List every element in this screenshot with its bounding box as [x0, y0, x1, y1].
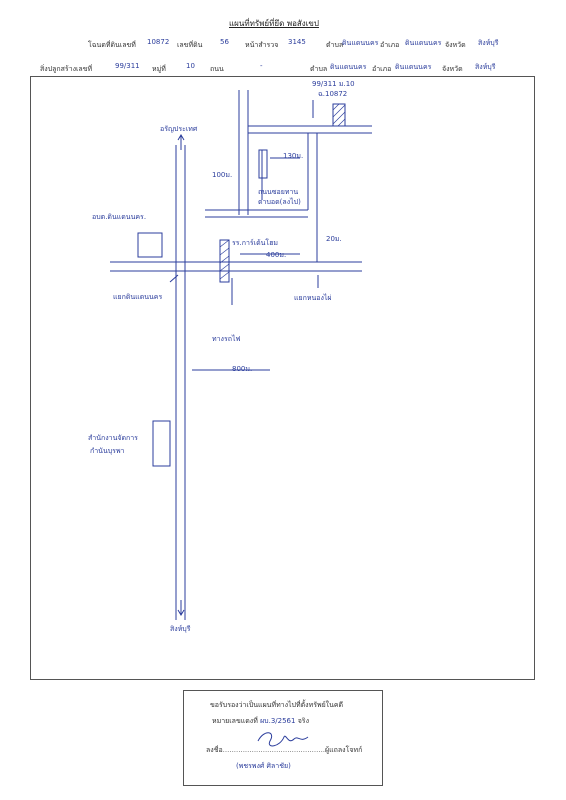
cert-line-2-prefix: หมายเลขแดงที่: [212, 717, 258, 725]
survey-label: หน้าสำรวจ: [245, 41, 279, 49]
bottom-place-label-1: สำนักงานจัดการ: [88, 434, 138, 442]
target-label-1: 99/311 ม.10: [312, 80, 355, 88]
power-line-block: [219, 239, 230, 283]
left-place-label: อบต.ดินแดนนคร.: [92, 213, 147, 221]
district-label-1: อำเภอ: [380, 41, 400, 49]
deed-label: โฉนดที่ดินเลขที่: [88, 41, 136, 49]
junction-label-1: ถนนซอยทาน: [258, 188, 299, 196]
bottom-place-label-2: กำนันบุรพา: [90, 447, 125, 455]
dist-200: 20ม.: [326, 235, 342, 243]
bottom-building: [152, 420, 171, 467]
school-label: รร.การ์เด้นโฮม: [232, 239, 279, 247]
district-1: ดินแดนนคร: [405, 39, 442, 47]
moo-number: 10: [186, 62, 195, 70]
subdistrict-label-2: ตำบล: [310, 65, 328, 73]
land-number: 56: [220, 38, 229, 46]
district-2: ดินแดนนคร: [395, 63, 432, 71]
building-label: สิ่งปลูกสร้างเลขที่: [40, 65, 93, 73]
left-intersection-label: แยกดินแดนนคร: [113, 293, 163, 301]
certification-box: ขอรับรองว่าเป็นแผนที่ทางไปที่ตั้งทรัพย์ใ…: [183, 690, 383, 786]
sign-label: ลงชื่อ: [206, 746, 223, 754]
north-label: อรัญประเทศ: [160, 125, 198, 133]
right-intersection-label: แยกหนองไผ่: [294, 294, 332, 302]
road-label: ถนน: [210, 65, 224, 73]
province-label-1: จังหวัด: [445, 41, 466, 49]
moo-label: หมู่ที่: [152, 65, 166, 73]
sign-suffix: ผู้แถลงโจทก์: [325, 746, 363, 754]
left-building: [137, 232, 163, 258]
small-building: [258, 149, 268, 179]
deed-number: 10872: [147, 38, 170, 46]
cert-line-2-suffix: จริง: [297, 717, 309, 725]
junction-label-2: ตาบอด(ลงไป): [258, 198, 301, 206]
road-name: -: [260, 62, 263, 70]
building-number: 99/311: [115, 62, 140, 70]
case-number: ผบ.3/2561: [260, 717, 296, 725]
subdistrict-1: ดินแดนนคร: [342, 39, 379, 47]
document-title: แผนที่ทรัพย์ที่ยึด พอสังเขป: [229, 19, 319, 28]
province-1: สิงห์บุรี: [478, 39, 499, 47]
pointer-left: [169, 274, 179, 283]
signer-name: (พชรพงศ์ ศิลาชัย): [236, 762, 291, 770]
south-label: สิงห์บุรี: [170, 625, 191, 633]
dist-100: 100ม.: [212, 171, 233, 179]
province-2: สิงห์บุรี: [475, 63, 496, 71]
map-frame: [30, 76, 535, 680]
signature-mark: [257, 732, 309, 747]
cert-line-1: ขอรับรองว่าเป็นแผนที่ทางไปที่ตั้งทรัพย์ใ…: [210, 701, 344, 709]
survey-number: 3145: [288, 38, 306, 46]
power-label: ทางรถไฟ: [212, 335, 241, 343]
target-label-2: ฉ.10872: [318, 90, 348, 98]
cert-line-2: หมายเลขแดงที่ ผบ.3/2561 จริง: [212, 716, 309, 727]
dist-130: 130ม.: [283, 152, 304, 160]
subdistrict-2: ดินแดนนคร: [330, 63, 367, 71]
signature-line: ลงชื่อ..................................…: [206, 746, 363, 754]
district-label-2: อำเภอ: [372, 65, 392, 73]
dist-400: 400ม.: [266, 251, 287, 259]
dist-800: 800ม.: [232, 365, 253, 373]
land-no-label: เลขที่ดิน: [177, 41, 203, 49]
subdistrict-label-1: ตำบล: [326, 41, 344, 49]
province-label-2: จังหวัด: [442, 65, 463, 73]
